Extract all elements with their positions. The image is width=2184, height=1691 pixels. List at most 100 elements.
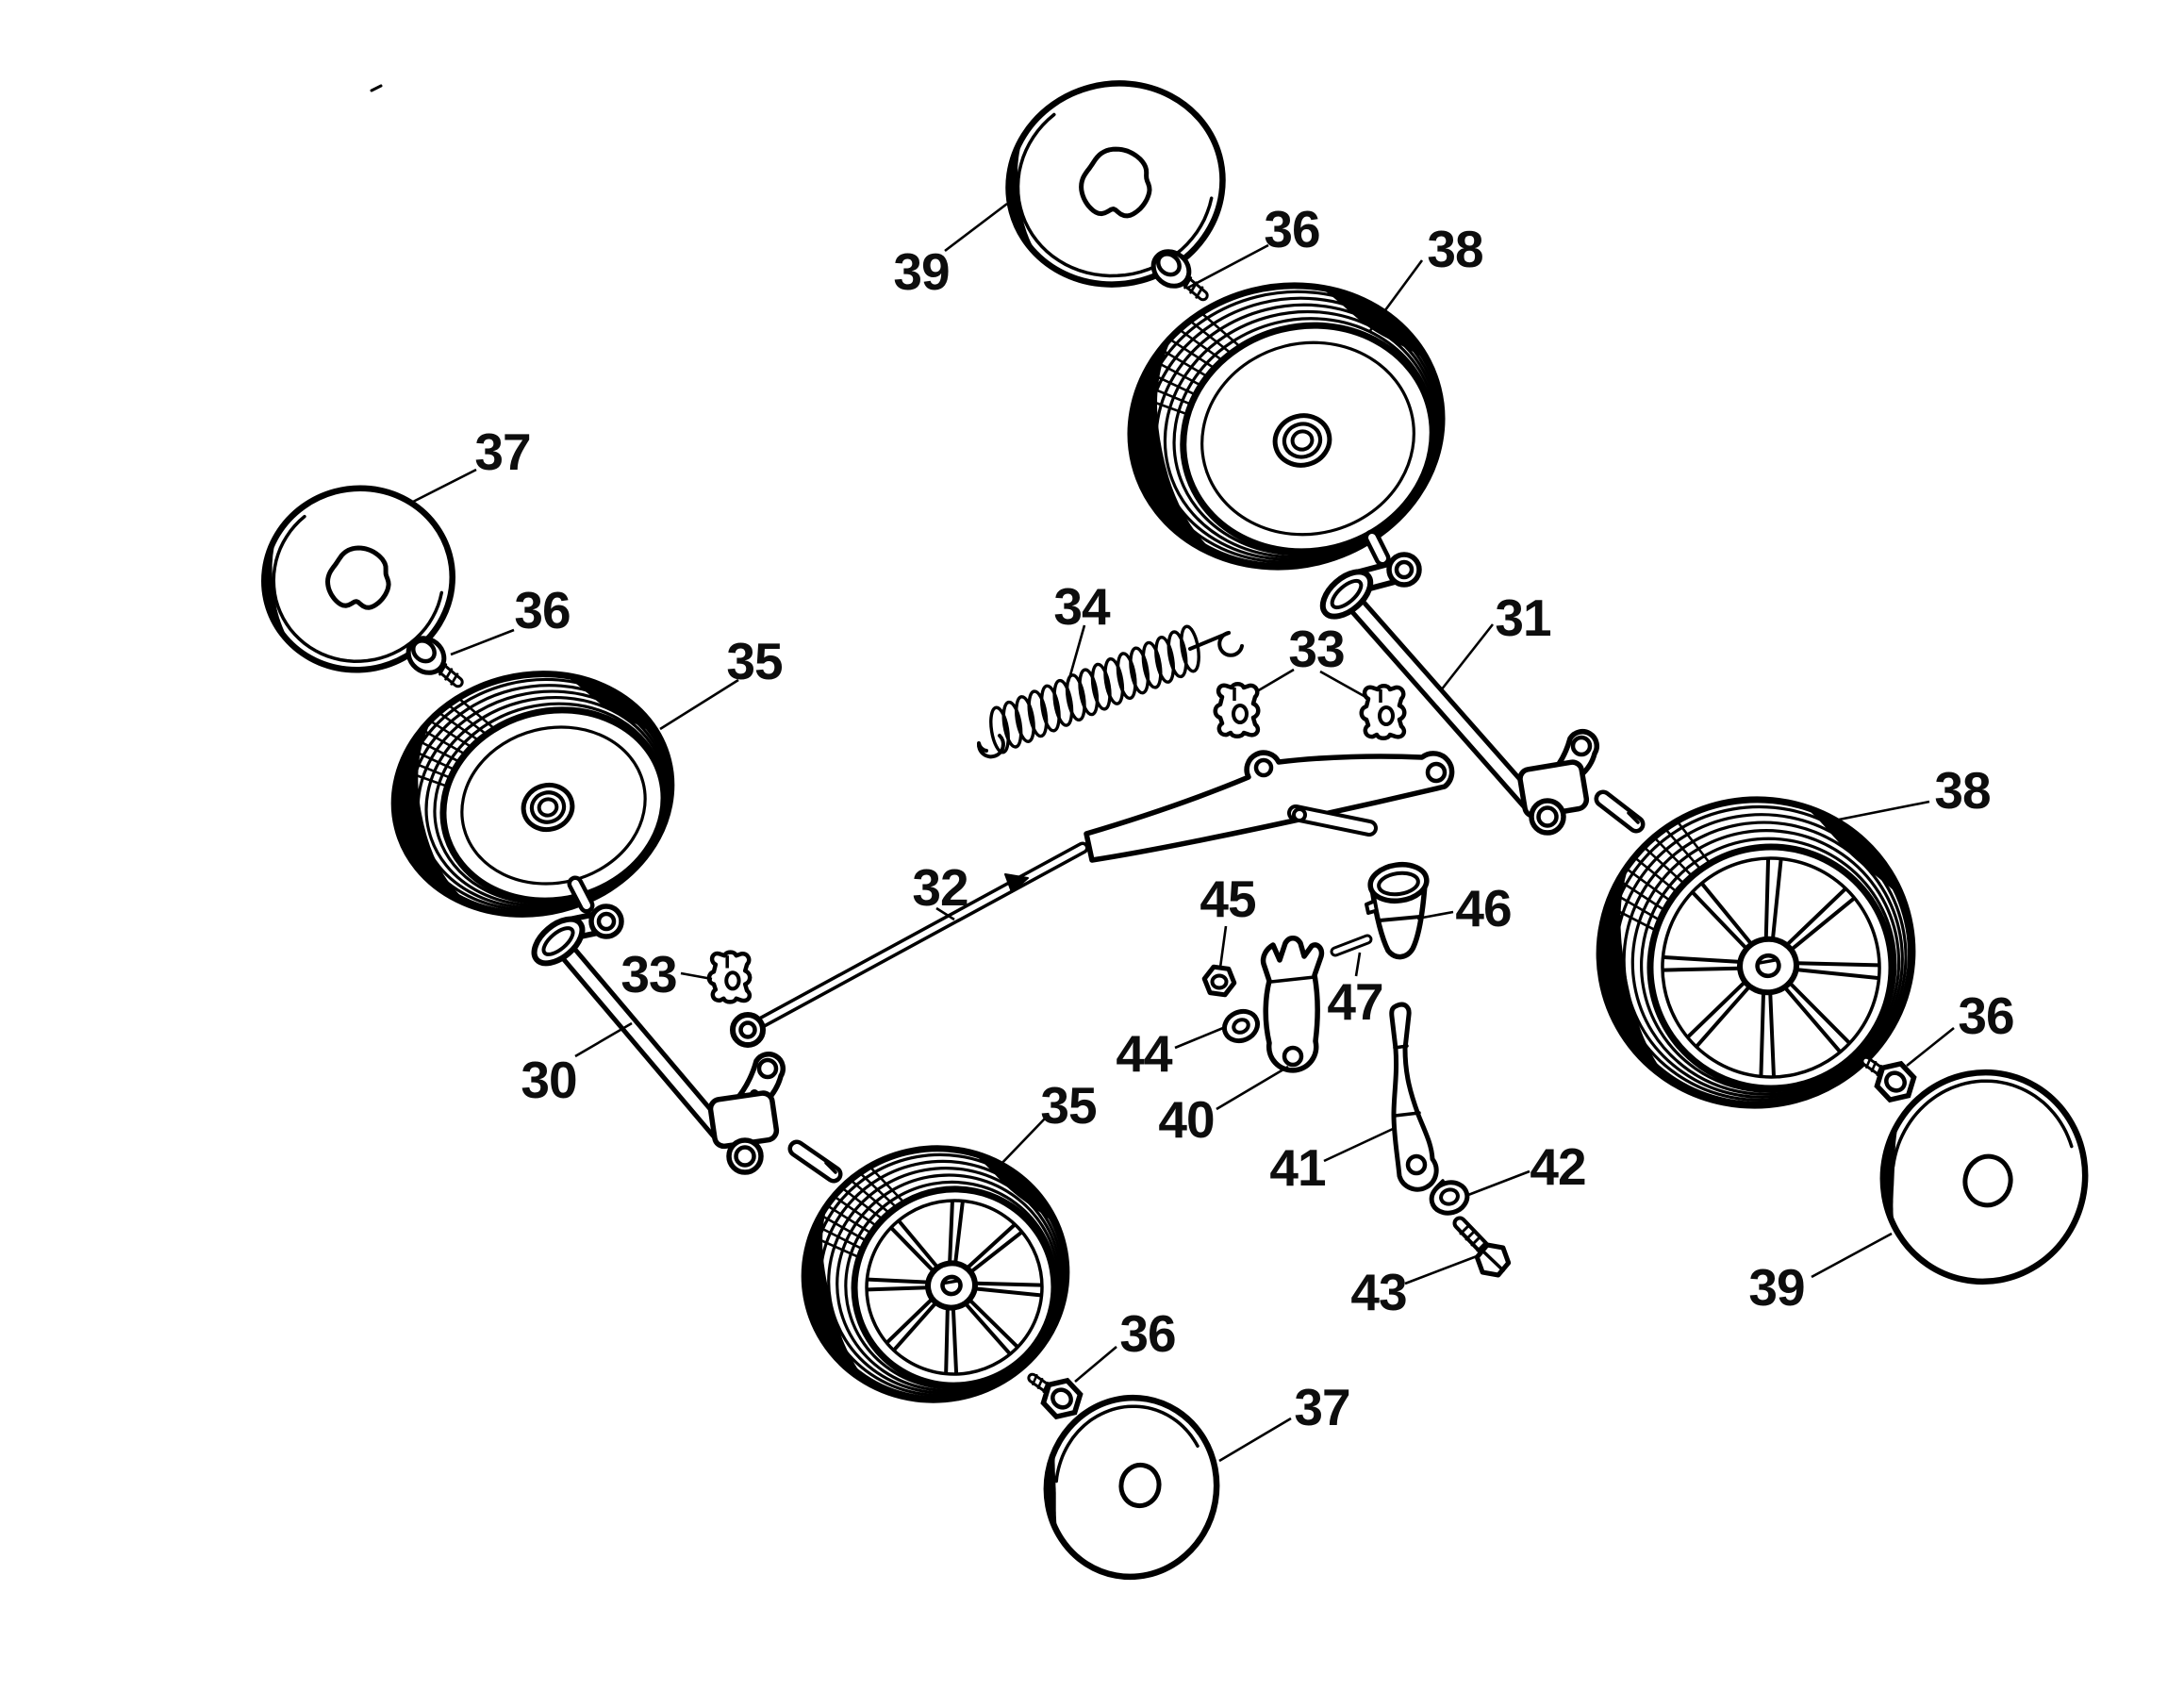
pivot-arm-lobe [588,904,624,939]
spring-hook-left [976,734,1005,759]
tread-hatch [851,1180,890,1214]
leader-line-33-single [680,971,713,981]
rod-eye [730,1012,766,1048]
coil-loop [1015,695,1035,743]
leader-line-32 [935,906,955,921]
bolt-36-bottom [1027,1372,1084,1420]
foot-lobe [726,1137,764,1175]
lever-hole [1405,1153,1428,1176]
tread-hatch [409,748,455,771]
spoke [1768,990,1776,1078]
rod-arrow-marker [1004,873,1029,893]
coil-loop [1078,668,1100,717]
washer-44 [1221,1008,1261,1044]
axle-30 [531,875,843,1184]
part-number-label-37-bottom: 37 [1294,1378,1349,1436]
leader-line-37-left [412,468,477,504]
tread-shade-left [394,717,472,906]
spoke [944,1305,950,1375]
tread-hatch [1677,821,1711,864]
wheel-35-bottom [801,1145,1070,1403]
tread-hatch [1161,349,1208,377]
leader-line-45 [1218,925,1228,969]
pivot-arm-lobe [1386,552,1422,588]
rim-inner-ring [1661,856,1881,1079]
tread-hatch [816,1224,864,1251]
lever-crease-2 [1393,1111,1421,1118]
spoke [1691,890,1748,951]
hubcap-37-left [261,485,455,673]
stray-mark [370,84,383,92]
bracket-body [1260,936,1325,1073]
leader-line-35-left [659,678,739,731]
adjuster-rod-32 [730,750,1455,1048]
part-number-label-40: 40 [1158,1090,1214,1149]
tread-hatch [404,758,452,779]
cap-center-hole [1118,1462,1162,1509]
coil-loop [989,705,1010,754]
clip-outline [1213,682,1261,738]
tread-hatch [827,1204,872,1235]
bolt-group [1150,249,1209,302]
part-number-label-32: 32 [912,858,968,917]
tread-hatch [1147,371,1197,396]
clip-body [706,950,753,1004]
tread-hatch [430,721,472,748]
spoke [1686,980,1747,1039]
spoke [1763,857,1771,941]
bolt-hex [1040,1377,1084,1420]
hub-ring-inner [537,797,559,818]
spoke [1784,887,1847,947]
wheel-38-right [1596,796,1916,1109]
spoke [1789,896,1856,952]
tread-hatch [1153,359,1201,387]
part-number-label-30: 30 [521,1051,576,1109]
clip-outline [1359,684,1407,740]
wheel-35-left [390,671,675,918]
nut45-body [1201,964,1237,998]
arm-slot-fill [1291,808,1374,833]
hub-ring-inner [1290,429,1315,452]
bolt-cap [1155,252,1182,277]
bracket-crease [1269,975,1316,984]
part-number-label-36-top: 36 [1264,200,1319,258]
spoke [1662,966,1742,972]
spoke [948,1199,954,1266]
part-number-label-38-right: 38 [1934,761,1990,820]
leader-line-31 [1439,623,1495,691]
spoke [1759,990,1766,1078]
stub-axle-fill [1598,794,1641,829]
arm-end-hole [1425,761,1448,784]
spoke [885,1297,935,1345]
part-number-label-36-bottom: 36 [1119,1304,1175,1363]
arm-small-hole [1292,807,1307,822]
leader-line-39-top [944,202,1008,253]
rod-eye-hole [738,1020,757,1039]
coil-loop [1039,684,1061,733]
tread-hatch [400,769,448,787]
tread-shade-top [972,1152,1058,1227]
bolt43-head-facet [1481,1249,1505,1272]
cap-edge-shade [1046,1449,1058,1534]
tread-hatch [1169,339,1216,370]
stray-dash [370,84,383,92]
lever-41 [1389,1002,1439,1192]
spoke [1795,968,1880,980]
hubcap-37-bottom [1043,1394,1220,1581]
tread-ring [1163,309,1438,559]
tread-hatch [1619,880,1665,911]
coil-loop [1116,652,1137,701]
leader-line-36-right [1906,1026,1955,1068]
part-number-label-41: 41 [1269,1138,1326,1197]
washer-outer [1221,1008,1261,1044]
stub-step [824,1161,837,1174]
tread-hatch [834,1196,878,1227]
leader-line-42 [1467,1169,1530,1197]
lever-crease [1393,1044,1409,1050]
spoke [889,1226,935,1273]
clip-hole [1232,704,1249,724]
pivot-arm-hole [1394,559,1415,580]
part-number-label-42: 42 [1530,1137,1585,1196]
part-number-label-45: 45 [1200,870,1256,928]
part-number-label-35-left: 35 [726,632,783,690]
